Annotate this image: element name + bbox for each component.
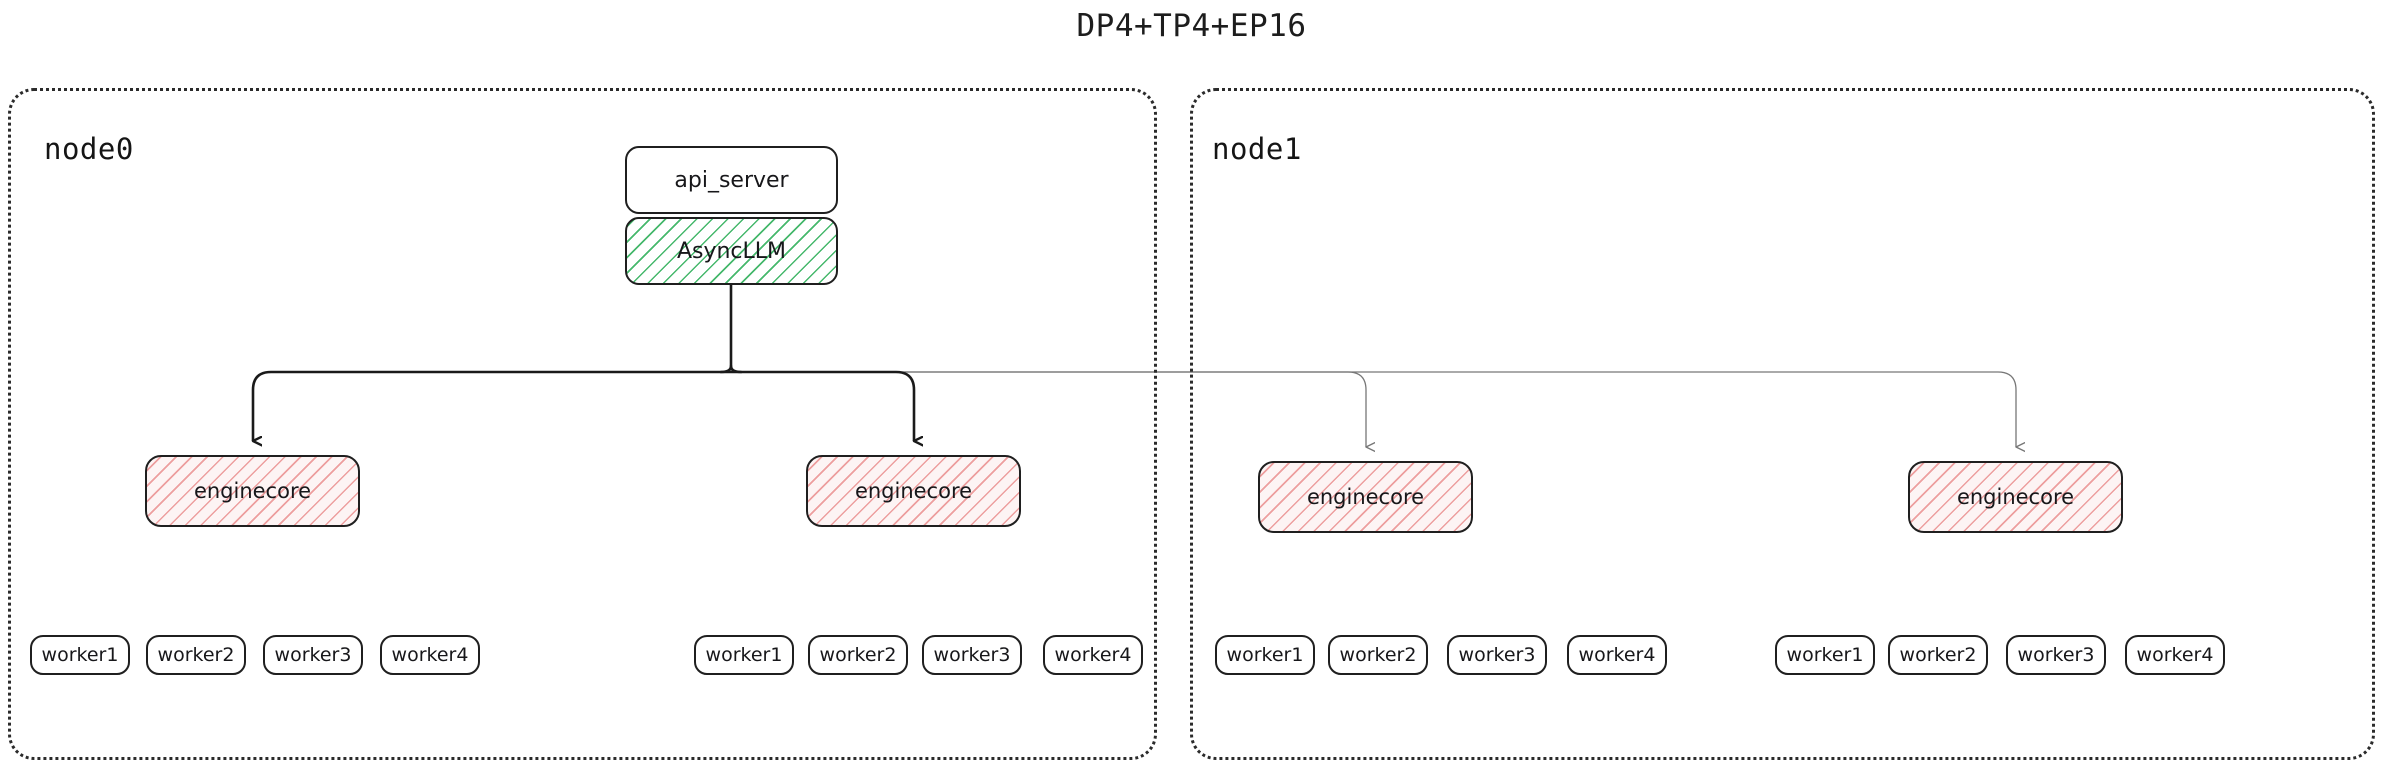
worker-box[interactable]: worker3 xyxy=(263,635,363,675)
worker-box[interactable]: worker4 xyxy=(2125,635,2225,675)
worker-box[interactable]: worker4 xyxy=(380,635,480,675)
api-server-box[interactable]: api_server xyxy=(625,146,838,214)
worker-box[interactable]: worker3 xyxy=(922,635,1022,675)
async-llm-box[interactable]: AsyncLLM xyxy=(625,217,838,285)
worker-box[interactable]: worker2 xyxy=(808,635,908,675)
node-group-node1 xyxy=(1190,88,2375,760)
worker-box[interactable]: worker1 xyxy=(1775,635,1875,675)
worker-box[interactable]: worker2 xyxy=(1888,635,1988,675)
node-label-node1: node1 xyxy=(1212,132,1302,166)
worker-box[interactable]: worker2 xyxy=(1328,635,1428,675)
worker-box[interactable]: worker1 xyxy=(694,635,794,675)
enginecore-box[interactable]: enginecore xyxy=(1258,461,1473,533)
enginecore-box[interactable]: enginecore xyxy=(145,455,360,527)
node-group-node0 xyxy=(8,88,1157,760)
node-label-node0: node0 xyxy=(44,132,134,166)
enginecore-box[interactable]: enginecore xyxy=(806,455,1021,527)
enginecore-box[interactable]: enginecore xyxy=(1908,461,2123,533)
page-title: DP4+TP4+EP16 xyxy=(1076,8,1307,44)
worker-box[interactable]: worker3 xyxy=(1447,635,1547,675)
worker-box[interactable]: worker4 xyxy=(1043,635,1143,675)
worker-box[interactable]: worker2 xyxy=(146,635,246,675)
worker-box[interactable]: worker4 xyxy=(1567,635,1667,675)
worker-box[interactable]: worker3 xyxy=(2006,635,2106,675)
worker-box[interactable]: worker1 xyxy=(30,635,130,675)
worker-box[interactable]: worker1 xyxy=(1215,635,1315,675)
